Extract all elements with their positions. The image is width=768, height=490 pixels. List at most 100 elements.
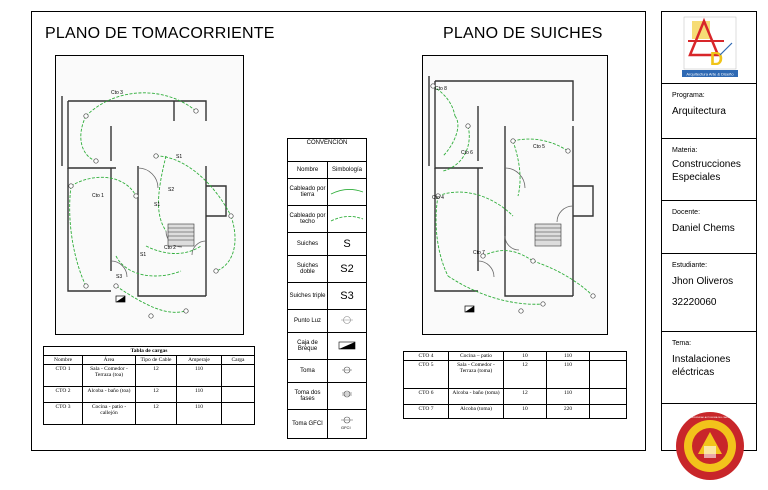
table-cell: 10	[503, 404, 547, 419]
programa-value: Arquitectura	[672, 106, 726, 117]
table-row: CTO 2 Alcoba - baño (toa) 12 110	[43, 386, 255, 403]
col-header: Tipo de Cable	[135, 355, 177, 365]
table-cell: 220	[546, 404, 590, 419]
legend-row-name: Caja de Breque	[287, 332, 328, 360]
triple-switch-symbol: S3	[327, 282, 367, 310]
plan-label: S1	[140, 252, 146, 258]
title-block: D A Arquitectura Arte & Diseño Programa:…	[661, 11, 757, 480]
legend-row-name: Suiches	[287, 232, 328, 256]
ceiling-wiring-symbol	[327, 205, 367, 233]
table-cell	[589, 404, 627, 419]
materia-label: Materia:	[672, 147, 698, 154]
estudiante-label: Estudiante:	[672, 262, 708, 269]
docente-box: Docente: Daniel Chems	[662, 209, 756, 254]
docente-value: Daniel Chems	[672, 223, 735, 234]
legend-header-symbol: Simbología	[327, 161, 367, 179]
col-header: Área	[82, 355, 136, 365]
load-table-2: CTO 4 Cocina – patio 10 110 CTO 5 Sala -…	[403, 351, 627, 419]
table-cell: CTO 6	[403, 388, 449, 405]
university-seal-box: UNIVERSIDAD AUTONOMA DEL CARIBE	[662, 404, 756, 490]
load-table-title: Tabla de cargas	[43, 346, 255, 356]
tema-label: Tema:	[672, 340, 692, 347]
plan-label: Cto 6	[461, 150, 473, 156]
switch-floor-plan: Cto 8 Cto 6 Cto 5 Cto 4 Cto 7	[422, 55, 608, 335]
plan-label: Cto 8	[435, 86, 447, 92]
table-cell: 12	[135, 402, 177, 425]
ground-wiring-symbol	[327, 178, 367, 206]
table-cell: 110	[546, 388, 590, 405]
table-cell	[221, 386, 255, 403]
table-cell: Sala - Comedor - Terraza (toma)	[448, 360, 504, 389]
legend-row-name: Suiches doble	[287, 255, 328, 283]
breaker-box-icon	[115, 295, 126, 303]
stairs	[534, 223, 562, 247]
plan-label: S2	[168, 187, 174, 193]
breaker-box-icon	[464, 305, 475, 313]
table-cell: Alcoba - baño (toma)	[448, 388, 504, 405]
plan-label: Cto 1	[92, 193, 104, 199]
university-seal-icon: UNIVERSIDAD AUTONOMA DEL CARIBE	[676, 412, 744, 480]
logo-letter-d: D	[710, 49, 723, 69]
legend-row-name: Punto Luz	[287, 309, 328, 333]
table-cell: Alcoba - baño (toa)	[82, 386, 136, 403]
table-cell: CTO 7	[403, 404, 449, 419]
outlet-points	[68, 108, 234, 319]
legend-header-name: Nombre	[287, 161, 328, 179]
table-cell	[589, 360, 627, 389]
table-row: CTO 1 Sala - Comedor - Terraza (toa) 12 …	[43, 364, 255, 387]
legend-row-name: Suiches triple	[287, 282, 328, 310]
table-row: CTO 3 Cocina - patio - callejón 12 110	[43, 402, 255, 425]
table-cell: 12	[135, 386, 177, 403]
right-plan-title: PLANO DE SUICHES	[443, 25, 603, 42]
wiring	[432, 85, 594, 305]
table-cell	[221, 364, 255, 387]
col-header: Nombre	[43, 355, 83, 365]
docente-label: Docente:	[672, 209, 701, 216]
legend-row-name: Cableado por tierra	[287, 178, 328, 206]
legend-row-name: Cableado por techo	[287, 205, 328, 233]
convention-legend: CONVENCION Nombre Simbología Cableado po…	[287, 138, 367, 439]
walls	[61, 96, 227, 297]
table-row: CTO 4 Cocina – patio 10 110	[403, 351, 627, 361]
table-cell	[589, 388, 627, 405]
table-cell: 110	[176, 364, 222, 387]
table-cell: 10	[503, 351, 547, 361]
table-cell: Cocina – patio	[448, 351, 504, 361]
outlet-plan-drawing: Cto 3 Cto 1 Cto 2 S1 S1 S1 S2 S3	[61, 90, 236, 319]
table-cell: Sala - Comedor - Terraza (toa)	[82, 364, 136, 387]
programa-box: Programa: Arquitectura	[662, 92, 756, 139]
logo-caption: Arquitectura Arte & Diseño	[686, 72, 734, 77]
switch-symbol: S	[327, 232, 367, 256]
light-points	[430, 83, 596, 314]
estudiante-name: Jhon Oliveros	[672, 276, 734, 287]
table-row: CTO 5 Sala - Comedor - Terraza (toma) 12…	[403, 360, 627, 389]
col-header: Amperaje	[176, 355, 222, 365]
tema-box: Tema: Instalaciones eléctricas	[662, 340, 756, 404]
logo-box: D A Arquitectura Arte & Diseño	[662, 12, 756, 84]
materia-box: Materia: Construcciones Especiales	[662, 147, 756, 201]
table-cell: CTO 1	[43, 364, 83, 387]
table-cell: 12	[503, 360, 547, 389]
outlet-floor-plan: Cto 3 Cto 1 Cto 2 S1 S1 S1 S2 S3	[55, 55, 244, 335]
plan-label: Cto 2	[164, 245, 176, 251]
legend-row-name: Toma GFCI	[287, 409, 328, 439]
wiring	[69, 92, 236, 313]
door-swings	[110, 167, 207, 278]
plan-label: S3	[116, 274, 122, 280]
estudiante-id: 32220060	[672, 297, 717, 308]
walls	[428, 76, 594, 297]
plan-label: Cto 5	[533, 144, 545, 150]
door-swings	[477, 167, 574, 278]
table-cell: 12	[503, 388, 547, 405]
table-cell	[589, 351, 627, 361]
col-header: Carga	[221, 355, 255, 365]
table-cell: CTO 5	[403, 360, 449, 389]
gfci-outlet-icon: GFCI	[327, 409, 367, 439]
tema-value: Instalaciones eléctricas	[672, 354, 731, 378]
plan-label: S1	[176, 154, 182, 160]
table-cell: 110	[546, 360, 590, 389]
left-plan-title: PLANO DE TOMACORRIENTE	[45, 25, 275, 42]
double-switch-symbol: S2	[327, 255, 367, 283]
plan-label: S1	[154, 202, 160, 208]
sheet-frame	[31, 11, 646, 451]
